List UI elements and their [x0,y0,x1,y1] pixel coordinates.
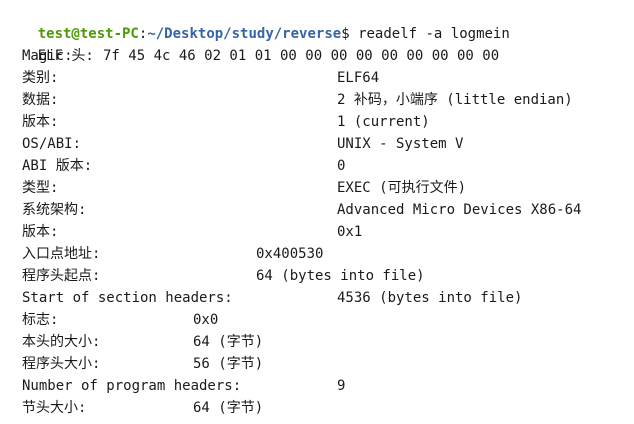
elf-row-value: 56 (字节) [193,356,264,372]
elf-row-value: 0x1 [337,224,363,240]
elf-row-label: 标志: [22,312,59,328]
elf-row-machine: 系统架构: Advanced Micro Devices X86-64 [4,199,634,221]
elf-row-label: ABI 版本: [22,158,93,174]
elf-row-value: EXEC (可执行文件) [337,180,467,196]
elf-row-data: 数据: 2 补码，小端序 (little endian) [4,89,634,111]
elf-row-label: 本头的大小: [22,334,101,350]
elf-row-shdr-start: Start of section headers: 4536 (bytes in… [4,287,634,309]
elf-row-label: 类别: [22,70,59,86]
elf-row-value: 9 [337,378,346,394]
elf-row-label: 程序头起点: [22,268,101,284]
elf-row-entry-point: 入口点地址: 0x400530 [4,243,634,265]
elf-row-phdr-size: 程序头大小: 56 (字节) [4,353,634,375]
elf-row-label: Start of section headers: [22,290,233,306]
elf-row-value: 0x400530 [256,246,324,262]
elf-row-phdr-start: 程序头起点: 64 (bytes into file) [4,265,634,287]
command-text: readelf -a logmein [358,26,510,42]
elf-row-magic: Magic: 7f 45 4c 46 02 01 01 00 00 00 00 … [4,45,634,67]
elf-row-value: 64 (字节) [193,400,264,416]
elf-row-value: ELF64 [337,70,380,86]
elf-row-header-size: 本头的大小: 64 (字节) [4,331,634,353]
elf-row-version2: 版本: 0x1 [4,221,634,243]
elf-row-version: 版本: 1 (current) [4,111,634,133]
elf-row-value: 4536 (bytes into file) [337,290,523,306]
elf-row-label: 版本: [22,114,59,130]
elf-row-label: OS/ABI: [22,136,82,152]
prompt-symbol: $ [341,26,350,42]
elf-row-value: 2 补码，小端序 (little endian) [337,92,573,108]
elf-row-label: 系统架构: [22,202,87,218]
elf-row-value: 7f 45 4c 46 02 01 01 00 00 00 00 00 00 0… [103,48,500,64]
elf-row-label: 入口点地址: [22,246,101,262]
elf-row-value: 64 (字节) [193,334,264,350]
elf-row-shdr-size: 节头大小: 64 (字节) [4,397,634,419]
elf-row-label: 程序头大小: [22,356,101,372]
elf-row-class: 类别: ELF64 [4,67,634,89]
elf-row-value: UNIX - System V [337,136,464,152]
elf-header-title-text: ELF 头: [37,48,94,64]
elf-row-flags: 标志: 0x0 [4,309,634,331]
elf-row-phdr-count: Number of program headers: 9 [4,375,634,397]
elf-row-value: Advanced Micro Devices X86-64 [337,202,582,218]
prompt-separator: : [138,26,148,42]
elf-header-title: ELF 头: [4,23,634,64]
elf-row-label: 类型: [22,180,59,196]
elf-row-value: 0x0 [193,312,219,328]
prompt-path: ~/Desktop/study/reverse [147,26,342,42]
elf-row-osabi: OS/ABI: UNIX - System V [4,133,634,155]
elf-row-label: 节头大小: [22,400,87,416]
elf-row-label: Magic: [22,48,73,64]
elf-row-label: 版本: [22,224,59,240]
elf-row-value: 0 [337,158,346,174]
elf-row-value: 64 (bytes into file) [256,268,425,284]
prompt-user-host: test@test-PC [37,26,139,42]
elf-row-abi-version: ABI 版本: 0 [4,155,634,177]
elf-row-type: 类型: EXEC (可执行文件) [4,177,634,199]
elf-row-label: Number of program headers: [22,378,242,394]
prompt-line: test@test-PC:~/Desktop/study/reverse$ re… [4,1,634,42]
elf-row-label: 数据: [22,92,59,108]
elf-row-value: 1 (current) [337,114,430,130]
